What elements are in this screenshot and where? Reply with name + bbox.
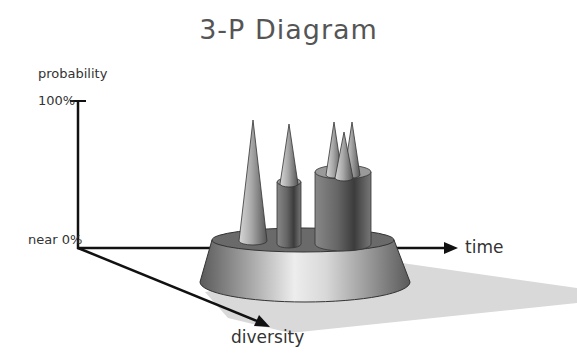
diagram-title: 3-P Diagram [0, 14, 577, 45]
axis-label: probability [38, 66, 107, 81]
cylinder [315, 172, 371, 251]
spike [239, 120, 267, 245]
spike [335, 132, 353, 181]
spike [280, 124, 298, 187]
axis-label: time [465, 237, 503, 257]
axis-label: diversity [231, 327, 304, 347]
tick-label: 100% [38, 93, 75, 108]
cylinder [277, 182, 301, 248]
arrowhead [444, 242, 458, 254]
tick-label: near 0% [28, 232, 82, 247]
probability-axis [77, 100, 80, 249]
arrowhead [254, 315, 270, 327]
